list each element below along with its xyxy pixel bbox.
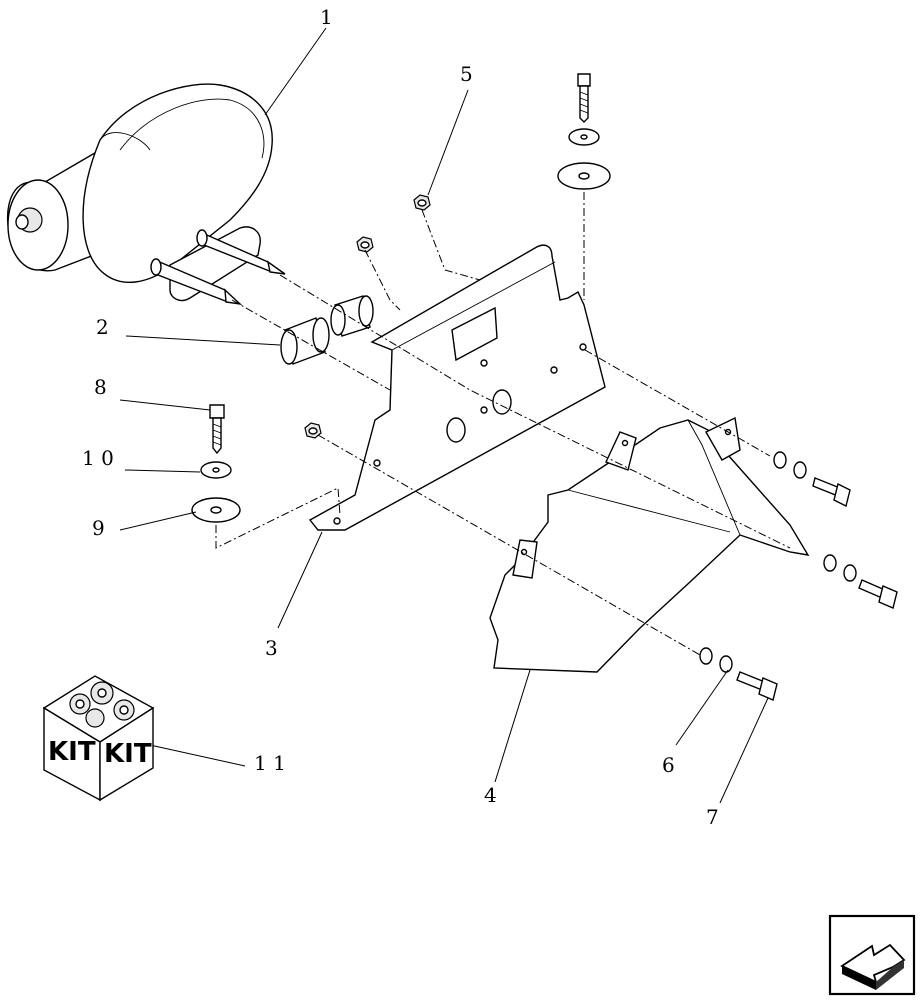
callout-9: 9 [92,516,105,540]
callout-4: 4 [484,783,497,807]
gearbox-motor [6,83,286,306]
callout-labels: 1 2 3 4 5 6 7 8 9 1 0 1 1 [82,5,719,829]
callout-1: 1 [320,5,333,29]
bolt-with-washers-left [191,404,241,523]
kit-label-right: KIT [104,739,152,769]
callout-8: 8 [94,375,107,399]
callout-6: 6 [662,753,675,777]
callout-2: 2 [96,315,109,339]
kit-label-left: KIT [48,737,96,767]
spacer [280,295,374,365]
mounting-bracket [308,244,606,531]
bolt-with-washers-right [699,451,898,701]
bolt-with-washers-top [557,73,611,190]
callout-11: 1 1 [254,751,286,775]
callout-3: 3 [265,636,278,660]
next-page-arrow-icon[interactable] [828,914,916,996]
kit-box: KIT KIT [42,675,155,802]
lock-nut [304,194,431,439]
shield-plate [489,416,810,673]
callout-7: 7 [706,805,719,829]
callout-10: 1 0 [82,446,114,470]
callout-5: 5 [460,62,473,86]
leader-lines [119,27,769,804]
assembly-centerlines [215,192,791,656]
